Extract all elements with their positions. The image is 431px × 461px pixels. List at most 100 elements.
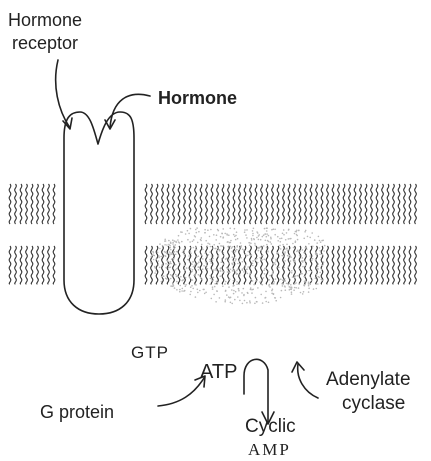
- stipple-dot: [209, 261, 211, 263]
- stipple-dot: [222, 228, 224, 230]
- lipid-tail: [393, 246, 395, 284]
- stipple-dot: [199, 290, 201, 292]
- stipple-dot: [196, 249, 198, 251]
- g-protein-arrow: [158, 376, 205, 406]
- stipple-dot: [281, 290, 283, 292]
- lipid-tail: [321, 184, 323, 224]
- stipple-dot: [284, 285, 286, 287]
- stipple-dot: [214, 286, 216, 288]
- adenylate-cyclase-label-line2: cyclase: [342, 393, 405, 414]
- stipple-dot: [185, 285, 187, 287]
- stipple-dot: [318, 236, 320, 238]
- stipple-dot: [256, 231, 258, 233]
- stipple-dot: [205, 292, 207, 294]
- stipple-dot: [215, 270, 217, 272]
- stipple-dot: [239, 248, 241, 250]
- stipple-dot: [287, 255, 289, 257]
- stipple-dot: [257, 287, 259, 289]
- stipple-dot: [189, 272, 191, 274]
- stipple-dot: [228, 259, 230, 261]
- stipple-dot: [211, 278, 213, 280]
- stipple-dot: [202, 249, 204, 251]
- stipple-dot: [242, 303, 244, 305]
- stipple-dot: [271, 293, 273, 295]
- stipple-dot: [198, 255, 200, 257]
- stipple-dot: [166, 274, 168, 276]
- stipple-dot: [316, 288, 318, 290]
- lipid-tail: [283, 184, 285, 224]
- stipple-dot: [264, 228, 266, 230]
- stipple-dot: [247, 266, 249, 268]
- stipple-dot: [171, 258, 173, 260]
- lipid-tail: [222, 246, 224, 284]
- stipple-dot: [233, 260, 235, 262]
- stipple-dot: [287, 250, 289, 252]
- stipple-dot: [308, 285, 310, 287]
- stipple-dot: [207, 245, 209, 247]
- stipple-dot: [319, 254, 321, 256]
- lipid-tail: [200, 184, 202, 224]
- stipple-dot: [213, 234, 215, 236]
- lipid-tail: [415, 246, 417, 284]
- stipple-dot: [170, 261, 172, 263]
- stipple-dot: [323, 261, 325, 263]
- stipple-dot: [289, 289, 291, 291]
- stipple-dot: [247, 255, 249, 257]
- stipple-dot: [155, 270, 157, 272]
- stipple-dot: [174, 247, 176, 249]
- stipple-dot: [245, 266, 247, 268]
- stipple-dot: [217, 247, 219, 249]
- stipple-dot: [235, 239, 237, 241]
- stipple-dot: [308, 288, 310, 290]
- lipid-tail: [387, 246, 389, 284]
- stipple-dot: [291, 293, 293, 295]
- lipid-tail: [151, 246, 153, 284]
- stipple-dot: [321, 257, 323, 259]
- stipple-dot: [176, 276, 178, 278]
- stipple-dot: [195, 273, 197, 275]
- stipple-dot: [249, 273, 251, 275]
- stipple-dot: [289, 283, 291, 285]
- lipid-tail: [239, 184, 241, 224]
- stipple-dot: [217, 250, 219, 252]
- stipple-dot: [223, 263, 225, 265]
- stipple-dot: [232, 251, 234, 253]
- stipple-dot: [216, 290, 218, 292]
- stipple-dot: [168, 267, 170, 269]
- stipple-dot: [286, 232, 288, 234]
- stipple-dot: [185, 277, 187, 279]
- stipple-dot: [276, 284, 278, 286]
- lipid-tail: [393, 184, 395, 224]
- lipid-tail: [20, 184, 22, 224]
- stipple-dot: [252, 233, 254, 235]
- stipple-dot: [212, 288, 214, 290]
- lipid-tail: [48, 184, 50, 224]
- lipid-tail: [31, 246, 33, 284]
- stipple-dot: [162, 245, 164, 247]
- stipple-dot: [321, 269, 323, 271]
- stipple-dot: [256, 258, 258, 260]
- stipple-dot: [190, 247, 192, 249]
- stipple-dot: [225, 299, 227, 301]
- stipple-dot: [265, 240, 267, 242]
- stipple-dot: [308, 243, 310, 245]
- stipple-dot: [294, 277, 296, 279]
- stipple-dot: [229, 278, 231, 280]
- stipple-dot: [209, 243, 211, 245]
- stipple-dot: [243, 288, 245, 290]
- stipple-dot: [322, 254, 324, 256]
- stipple-dot: [190, 268, 192, 270]
- stipple-dot: [166, 253, 168, 255]
- stipple-dot: [305, 264, 307, 266]
- stipple-dot: [283, 229, 285, 231]
- stipple-dot: [257, 262, 259, 264]
- stipple-dot: [170, 252, 172, 254]
- stipple-dot: [316, 242, 318, 244]
- stipple-dot: [233, 293, 235, 295]
- stipple-dot: [232, 270, 234, 272]
- stipple-dot: [196, 227, 198, 229]
- stipple-dot: [260, 257, 262, 259]
- stipple-dot: [231, 289, 233, 291]
- stipple-dot: [296, 234, 298, 236]
- stipple-dot: [168, 270, 170, 272]
